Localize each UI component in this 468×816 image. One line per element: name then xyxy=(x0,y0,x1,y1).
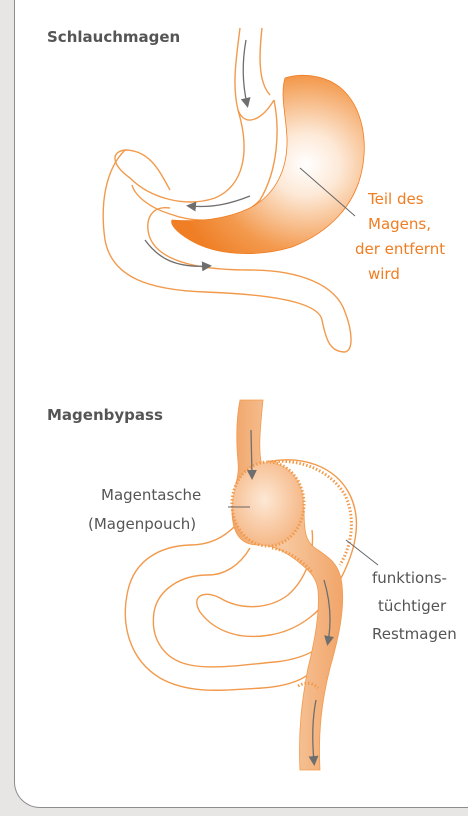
removed-stomach-part xyxy=(172,75,365,253)
label-der-entfernt: der entfernt xyxy=(355,240,445,258)
arrow-esophagus xyxy=(243,40,247,104)
section-title-magenbypass: Magenbypass xyxy=(47,406,163,424)
esophagus-top xyxy=(235,28,274,120)
magenpouch xyxy=(232,462,304,546)
label-magenpouch: (Magenpouch) xyxy=(88,515,196,533)
leader-line-restmagen xyxy=(346,540,378,565)
section-title-schlauchmagen: Schlauchmagen xyxy=(47,28,180,46)
bypass-limb xyxy=(232,400,343,770)
label-funktions: funktions- xyxy=(372,569,447,587)
label-magentasche: Magentasche xyxy=(101,486,201,504)
label-restmagen: Restmagen xyxy=(372,625,457,643)
label-teil-des: Teil des xyxy=(367,190,424,208)
label-wird: wird xyxy=(368,265,400,283)
label-tuechtiger: tüchtiger xyxy=(378,597,447,615)
label-magens: Magens, xyxy=(368,215,431,233)
